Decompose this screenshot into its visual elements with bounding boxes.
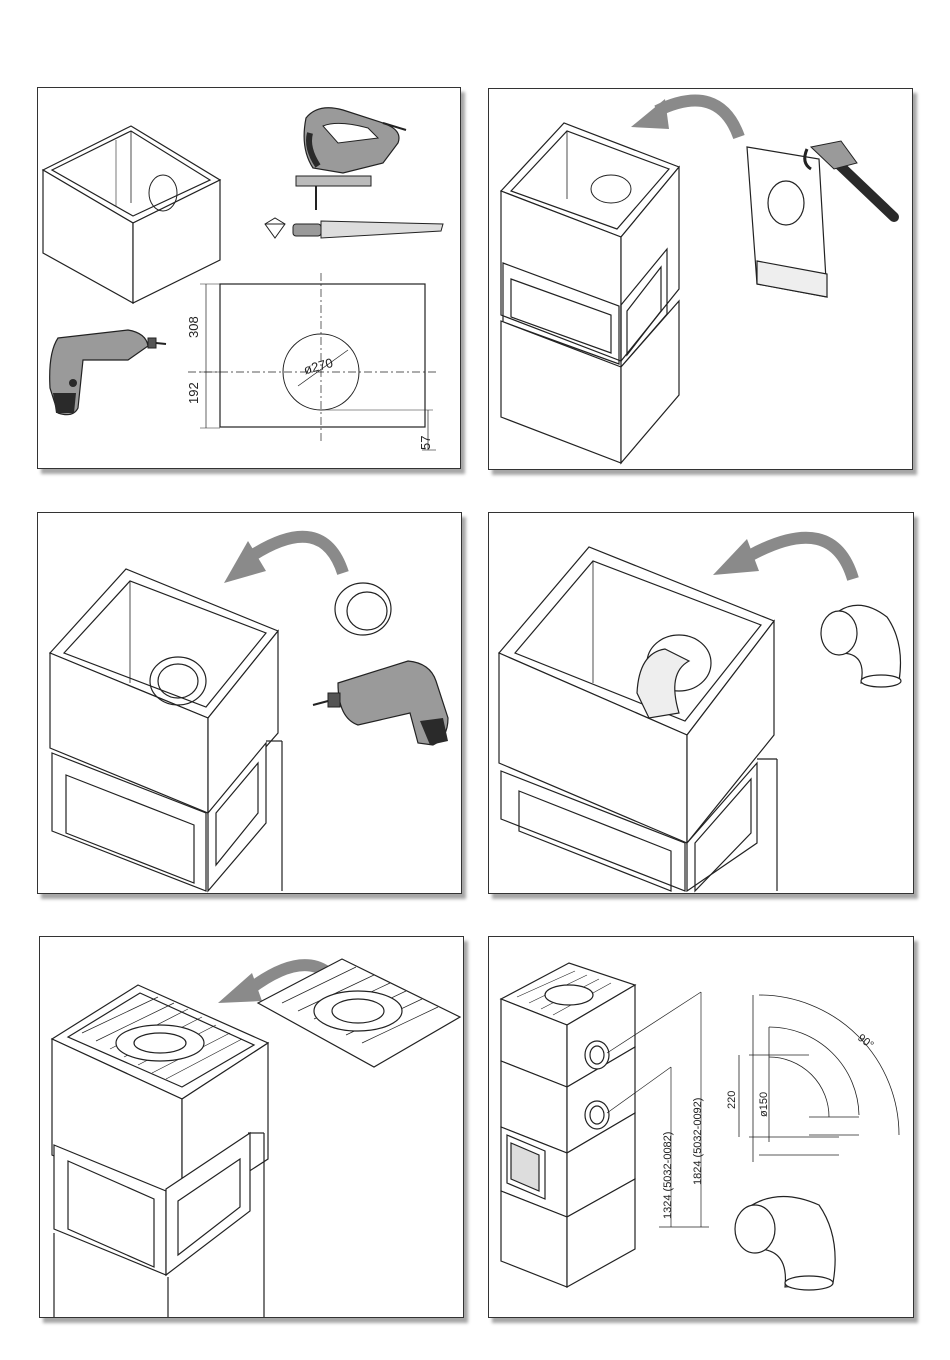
flange-ring <box>335 583 391 635</box>
step-2-panel <box>488 88 913 470</box>
stove-assembly <box>501 123 679 463</box>
open-box <box>43 126 220 303</box>
saw-icon <box>293 221 443 238</box>
dim-angle: 90° <box>855 1032 876 1052</box>
stove-top-view <box>499 547 777 891</box>
step-3-drawing <box>38 513 461 893</box>
step-5-panel <box>39 936 464 1318</box>
step-6-panel: 1324 (5032-0082) 1824 (5032-0092) 220 ø1… <box>488 936 914 1318</box>
grill-plate <box>258 959 460 1067</box>
dim-height-lower: 192 <box>186 382 201 404</box>
step-3-panel <box>37 512 462 894</box>
curved-arrow-head <box>218 973 262 1003</box>
jigsaw-icon <box>296 108 406 210</box>
step-1-panel: 308 192 ø270 57 <box>37 87 461 469</box>
drill-icon <box>50 330 166 415</box>
curved-arrow-icon <box>657 101 739 137</box>
dim-diameter: ø270 <box>302 355 335 377</box>
elbow-technical-drawing <box>739 995 899 1162</box>
step-5-drawing <box>40 937 463 1317</box>
full-stove-tower <box>501 963 635 1287</box>
step-4-drawing <box>489 513 913 893</box>
drill-icon <box>313 661 448 745</box>
elbow-pipe <box>821 605 901 687</box>
dim-offset: 57 <box>418 436 433 450</box>
diamond-icon <box>265 218 285 238</box>
plate <box>747 147 827 297</box>
dim-pipe-diameter: ø150 <box>758 1092 770 1117</box>
step-1-drawing: 308 192 ø270 57 <box>38 88 460 468</box>
step-4-panel <box>488 512 914 894</box>
dim-bend-height: 220 <box>726 1091 738 1109</box>
dim-total-tall: 1824 (5032-0092) <box>692 1098 704 1185</box>
stove-top-view <box>50 569 282 891</box>
curved-arrow-icon <box>751 538 853 579</box>
curved-arrow-head <box>713 539 759 575</box>
dim-height-upper: 308 <box>186 316 201 338</box>
elbow-pipe <box>735 1196 835 1290</box>
curved-arrow-head <box>631 99 669 129</box>
curved-arrow-icon <box>253 537 343 573</box>
stove-with-grill <box>52 985 268 1317</box>
step-6-drawing: 1324 (5032-0082) 1824 (5032-0092) 220 ø1… <box>489 937 913 1317</box>
step-2-drawing <box>489 89 912 469</box>
dim-total-short: 1324 (5032-0082) <box>662 1132 674 1219</box>
